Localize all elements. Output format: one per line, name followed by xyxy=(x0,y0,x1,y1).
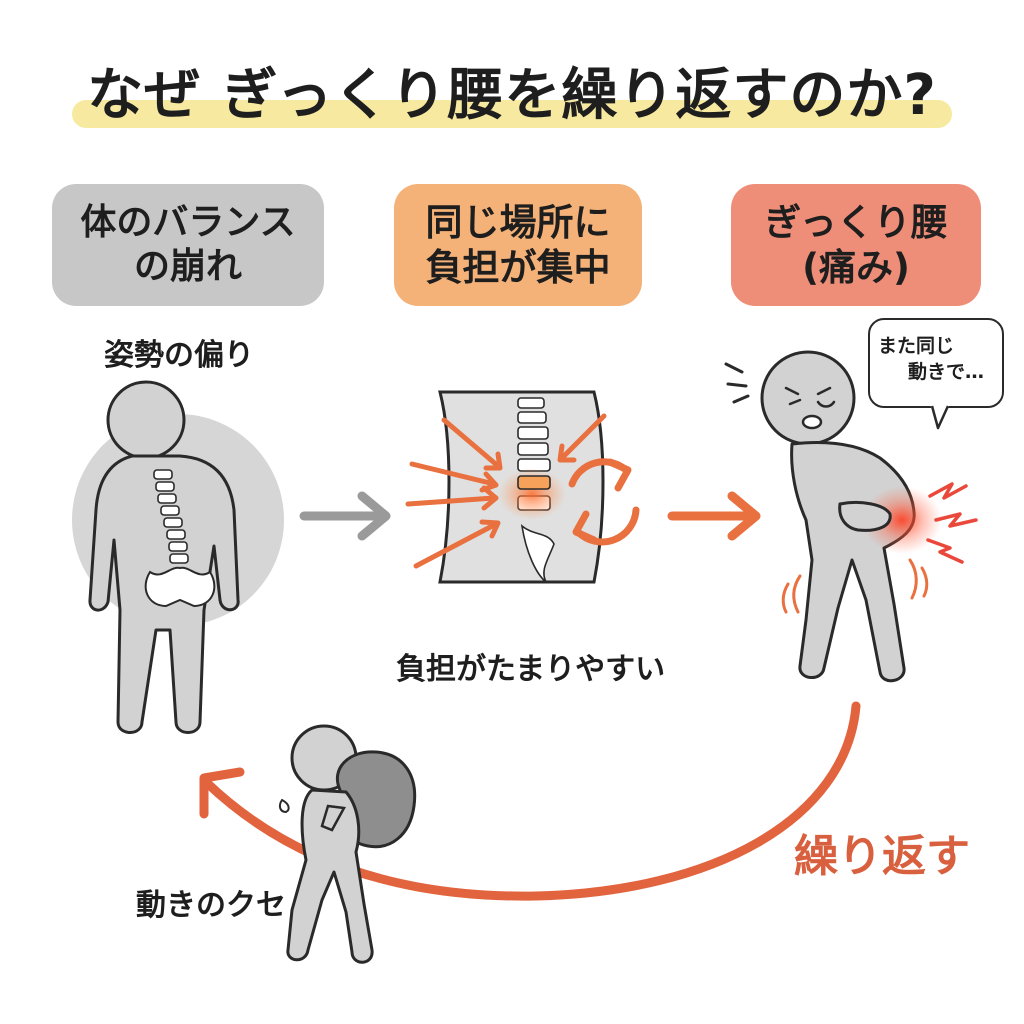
step-pain-line1: ぎっくり腰 xyxy=(764,200,948,244)
pain-face xyxy=(784,386,836,430)
accumulate-caption: 負担がたまりやすい xyxy=(396,652,666,687)
speech-line1: また同じ xyxy=(878,335,955,357)
title-highlight xyxy=(72,100,952,128)
step-load-line1: 同じ場所に xyxy=(425,200,611,244)
force-arrows xyxy=(405,413,607,569)
spine-vertebrae xyxy=(517,397,555,583)
surprise-lines xyxy=(724,362,750,404)
pain-figure-head xyxy=(760,350,856,446)
speech-bubble: また同じ 動きで… xyxy=(868,318,1004,408)
sweat-drop xyxy=(278,798,290,814)
title-block: なぜ ぎっくり腰を繰り返すのか? xyxy=(0,44,1024,140)
pain-figure xyxy=(724,350,978,683)
posture-caption: 姿勢の偏り xyxy=(104,338,254,373)
habit-caption: 動きのクセ xyxy=(136,888,286,923)
speech-bubble-tail xyxy=(930,404,950,430)
habit-figure-body xyxy=(286,788,374,964)
step-pain-box: ぎっくり腰 (痛み) xyxy=(731,184,981,306)
page-title: なぜ ぎっくり腰を繰り返すのか? xyxy=(87,63,937,128)
step-load-line2: 負担が集中 xyxy=(425,246,611,289)
step-load-box: 同じ場所に 負担が集中 xyxy=(394,184,642,306)
habit-figure xyxy=(278,724,417,964)
shake-lines xyxy=(781,558,929,614)
posture-figure xyxy=(72,380,284,734)
pain-figure-hand xyxy=(838,500,892,532)
speech-line2: 動きで… xyxy=(908,360,985,383)
habit-figure-arm xyxy=(320,804,346,832)
posture-spine xyxy=(153,469,189,564)
posture-pelvis xyxy=(144,566,216,608)
step-pain-line2: (痛み) xyxy=(802,246,910,289)
posture-figure-head xyxy=(106,380,186,460)
step-imbalance-box: 体のバランス の崩れ xyxy=(52,184,324,306)
repeat-caption: 繰り返す xyxy=(794,831,970,882)
arrow-to-pain xyxy=(667,491,761,541)
pain-glow xyxy=(862,486,942,554)
step-imbalance-line1: 体のバランス xyxy=(80,202,296,244)
step-imbalance-line2: の崩れ xyxy=(133,246,242,287)
strain-illustration xyxy=(405,390,640,584)
pain-figure-body xyxy=(790,441,916,683)
stressed-vertebrae xyxy=(517,475,551,490)
cycle-icon xyxy=(568,458,640,546)
pain-sparks xyxy=(926,482,978,564)
arrow-to-strain xyxy=(299,491,391,541)
